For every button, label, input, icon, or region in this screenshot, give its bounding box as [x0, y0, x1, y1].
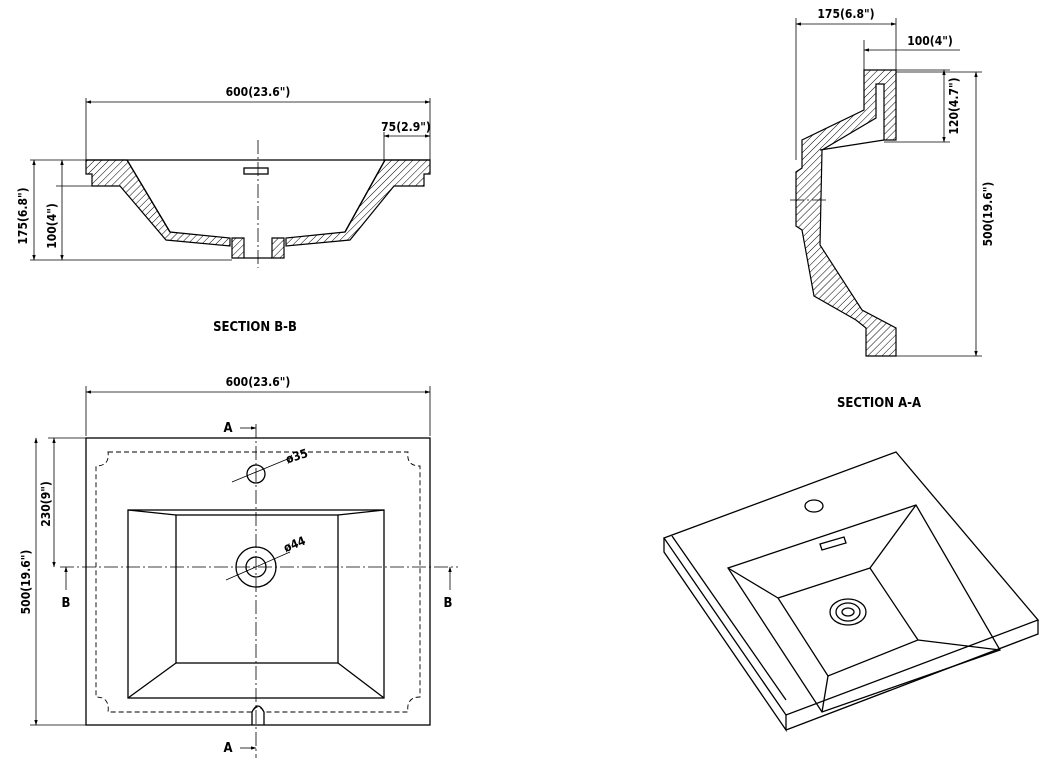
section-bb-rim-label: 75(2.9") [381, 120, 431, 134]
section-aa-rim-label: 120(4.7") [947, 77, 961, 134]
isometric-view [662, 451, 1040, 733]
section-bb-caption: SECTION B-B [213, 320, 297, 335]
plan-view: 600(23.6") ø35 ø44 A A B [19, 375, 458, 758]
plan-cut-a-bottom: A [223, 741, 232, 756]
plan-tap-hole-label: ø35 [284, 446, 310, 466]
section-aa-depth-label: 100(4") [907, 34, 953, 48]
section-aa-caption: SECTION A-A [837, 396, 921, 411]
plan-cut-b-right: B [444, 596, 453, 611]
plan-cut-b-left: B [62, 596, 71, 611]
section-bb-height-label: 175(6.8") [16, 187, 30, 244]
section-bb-depth-label: 100(4") [45, 203, 59, 249]
section-bb-view: 600(23.6") 75(2.9") 175(6.8") 100(4") SE… [16, 85, 431, 335]
section-aa-view: 175(6.8") 100(4") 120(4.7") 500(19.6") S… [790, 7, 995, 411]
section-bb-width-label: 600(23.6") [226, 85, 291, 99]
plan-cut-a-top: A [223, 421, 232, 436]
plan-width-label: 600(23.6") [226, 375, 291, 389]
section-aa-height-label: 175(6.8") [817, 7, 874, 21]
plan-offset-label: 230(9") [39, 481, 53, 527]
section-aa-length-label: 500(19.6") [981, 182, 995, 247]
plan-drain-label: ø44 [281, 533, 308, 555]
plan-length-label: 500(19.6") [19, 550, 33, 615]
